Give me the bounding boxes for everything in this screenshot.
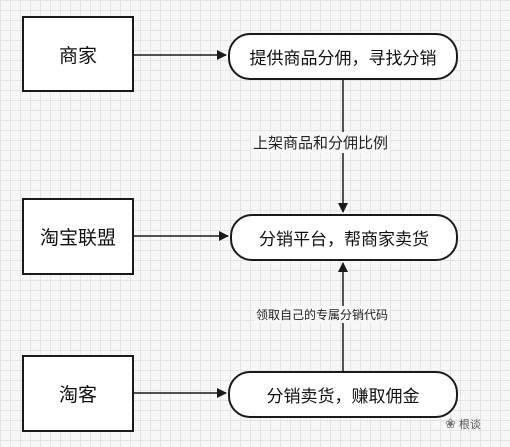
distribution-platform-node: 分销平台，帮商家卖货 xyxy=(230,214,458,261)
get-code-label: 领取自己的专属分销代码 xyxy=(254,306,391,323)
watermark-text: 根谈 xyxy=(458,418,481,431)
list-products-label: 上架商品和分佣比例 xyxy=(251,132,391,153)
provide-commission-node: 提供商品分佣，寻找分销 xyxy=(228,33,458,80)
taobao-union-node: 淘宝联盟 xyxy=(22,198,134,275)
merchant-node: 商家 xyxy=(22,16,134,92)
wechat-icon: ❀ xyxy=(445,416,456,432)
watermark: ❀ 根谈 xyxy=(445,416,481,432)
taoke-node: 淘客 xyxy=(22,355,134,432)
earn-commission-node: 分销卖货，赚取佣金 xyxy=(228,371,458,418)
